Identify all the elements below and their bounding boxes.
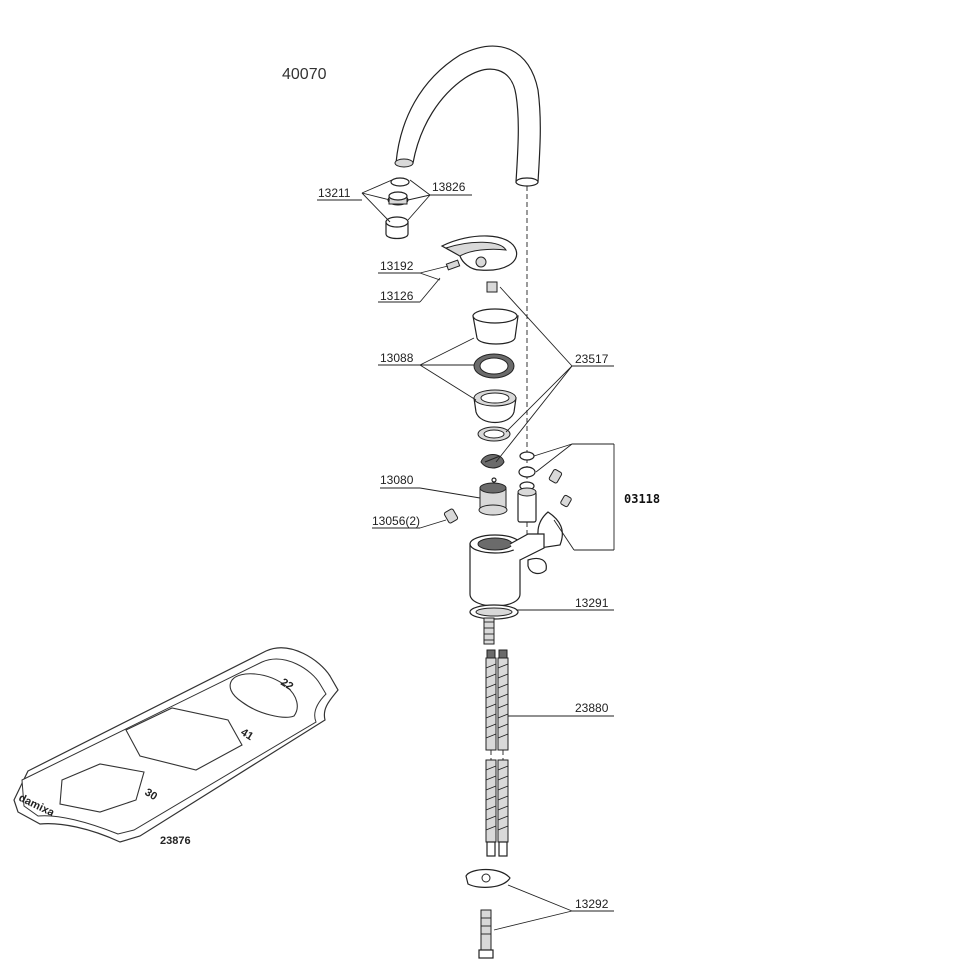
model-number: 40070 [282,66,327,83]
cartridge [478,477,508,516]
part-label-13192: 13192 [380,259,414,273]
part-label-13080: 13080 [380,473,414,487]
part-label-13292: 13292 [575,897,609,911]
part-label-13826: 13826 [432,180,466,194]
assembly-number: 03118 [624,492,660,506]
part-label-23517: 23517 [575,352,609,366]
part-label-13088: 13088 [380,351,414,365]
wrench-size-30: 30 [142,786,159,803]
part-label-13126: 13126 [380,289,414,303]
part-label-13211: 13211 [318,186,351,200]
wrench-size-41: 41 [238,726,255,743]
wrench-size-22: 22 [278,676,295,693]
lever-handle [440,235,518,271]
diverter-assembly [517,451,572,575]
spout [394,45,541,187]
tap-body [469,533,545,620]
fixing-kit [465,868,511,959]
aerator-parts [385,177,410,240]
part-label-13056: 13056(2) [372,514,420,528]
part-label-13291: 13291 [575,596,609,610]
part-label-23880: 23880 [575,701,609,715]
spanner-tool: 22 41 30 damixa [13,647,339,843]
cover-parts [472,308,519,424]
part-label-23876: 23876 [160,835,191,847]
flex-hoses [485,649,509,857]
